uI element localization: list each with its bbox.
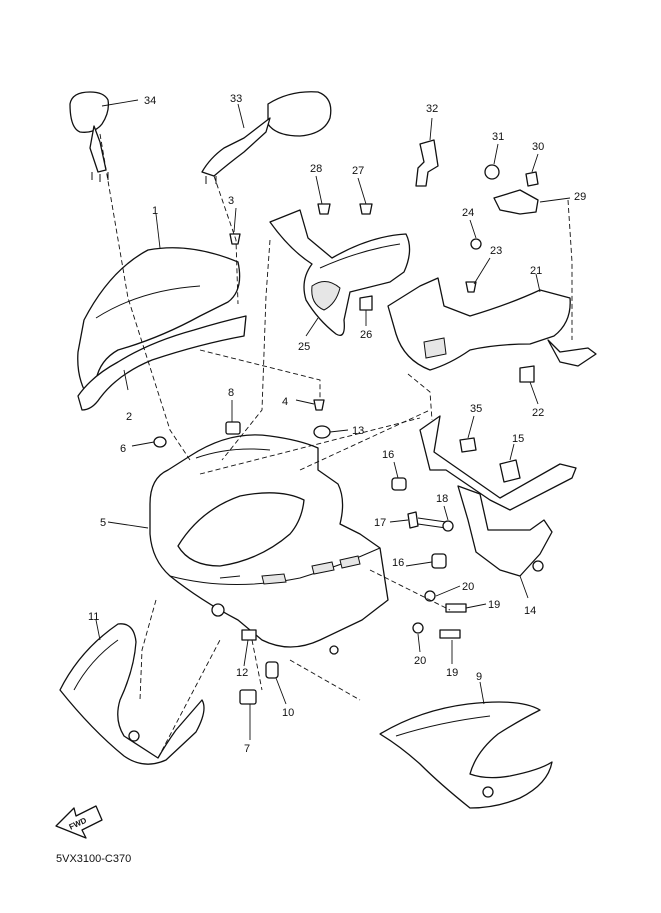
part-19-bolt-b [439, 629, 461, 639]
callout-8: 8 [228, 387, 234, 399]
part-23-screw [465, 281, 477, 293]
callout-7: 7 [244, 743, 250, 755]
callout-26: 26 [360, 329, 372, 341]
callout-14: 14 [524, 605, 536, 617]
part-16-grommet-upper [391, 477, 407, 491]
part-5-upper-cowling [107, 434, 389, 655]
part-21-inner-panel [387, 273, 597, 371]
part-22-clip [519, 365, 535, 383]
part-26-clip [359, 295, 373, 311]
part-25-inner-panel [269, 209, 411, 337]
part-11-left-side-cowling [59, 619, 205, 765]
part-4-screw [313, 399, 325, 411]
callout-13: 13 [352, 425, 364, 437]
callout-1: 1 [152, 205, 158, 217]
callout-11: 11 [88, 611, 99, 623]
part-18-washer [442, 520, 454, 532]
leader-lines [131, 143, 539, 740]
part-28-screw [317, 203, 331, 215]
callout-18: 18 [436, 493, 448, 505]
callout-27: 27 [352, 165, 364, 177]
part-14-stay [419, 415, 577, 599]
callout-16-upper: 16 [382, 449, 394, 461]
callout-19-upper: 19 [488, 599, 500, 611]
callout-3: 3 [228, 195, 234, 207]
callout-28: 28 [310, 163, 322, 175]
part-17-bolt [407, 511, 447, 529]
callout-20-upper: 20 [462, 581, 474, 593]
part-29-connector [484, 164, 571, 215]
callout-16-lower: 16 [392, 557, 404, 569]
callout-12: 12 [236, 667, 248, 679]
part-12-screw [241, 629, 257, 641]
callout-2: 2 [126, 411, 132, 423]
part-7-nut [239, 689, 257, 705]
part-20-washer-b [412, 622, 424, 634]
part-33-right-mirror [201, 91, 332, 184]
part-13-grommet [313, 425, 331, 439]
callout-17: 17 [374, 517, 386, 529]
callout-21: 21 [530, 265, 542, 277]
part-2-panel [77, 315, 247, 411]
callout-20-lower: 20 [414, 655, 426, 667]
callout-10: 10 [282, 707, 294, 719]
assembly-lines [99, 133, 573, 759]
callout-9: 9 [476, 671, 482, 683]
callout-35: 35 [470, 403, 482, 415]
part-35-nut [459, 415, 477, 453]
part-3-screw [229, 233, 241, 245]
part-24-nut [470, 238, 482, 250]
fwd-arrow-icon: FWD [55, 805, 103, 839]
callout-30: 30 [532, 141, 544, 153]
callout-19-lower: 19 [446, 667, 458, 679]
callout-23: 23 [490, 245, 502, 257]
callout-22: 22 [532, 407, 544, 419]
part-10-collar [265, 661, 279, 679]
part-19-bolt-a [445, 603, 467, 613]
callout-5: 5 [100, 517, 106, 529]
part-9-right-side-cowling [379, 681, 553, 809]
callout-25: 25 [298, 341, 310, 353]
callout-29: 29 [574, 191, 586, 203]
callout-24: 24 [462, 207, 474, 219]
part-8-nut [225, 421, 241, 435]
part-6-grommet [153, 436, 167, 448]
callout-15: 15 [512, 433, 524, 445]
part-15-damper [499, 443, 521, 483]
callout-34: 34 [144, 95, 156, 107]
callout-6: 6 [120, 443, 126, 455]
part-16-grommet-lower [431, 553, 447, 569]
callout-4: 4 [282, 396, 288, 408]
catalog-code: 5VX3100-C370 [56, 853, 131, 865]
part-34-left-mirror [69, 91, 139, 182]
callout-32: 32 [426, 103, 438, 115]
callout-31: 31 [492, 131, 504, 143]
part-32-bracket [415, 117, 439, 187]
callout-33: 33 [230, 93, 242, 105]
part-27-screw [359, 203, 373, 215]
